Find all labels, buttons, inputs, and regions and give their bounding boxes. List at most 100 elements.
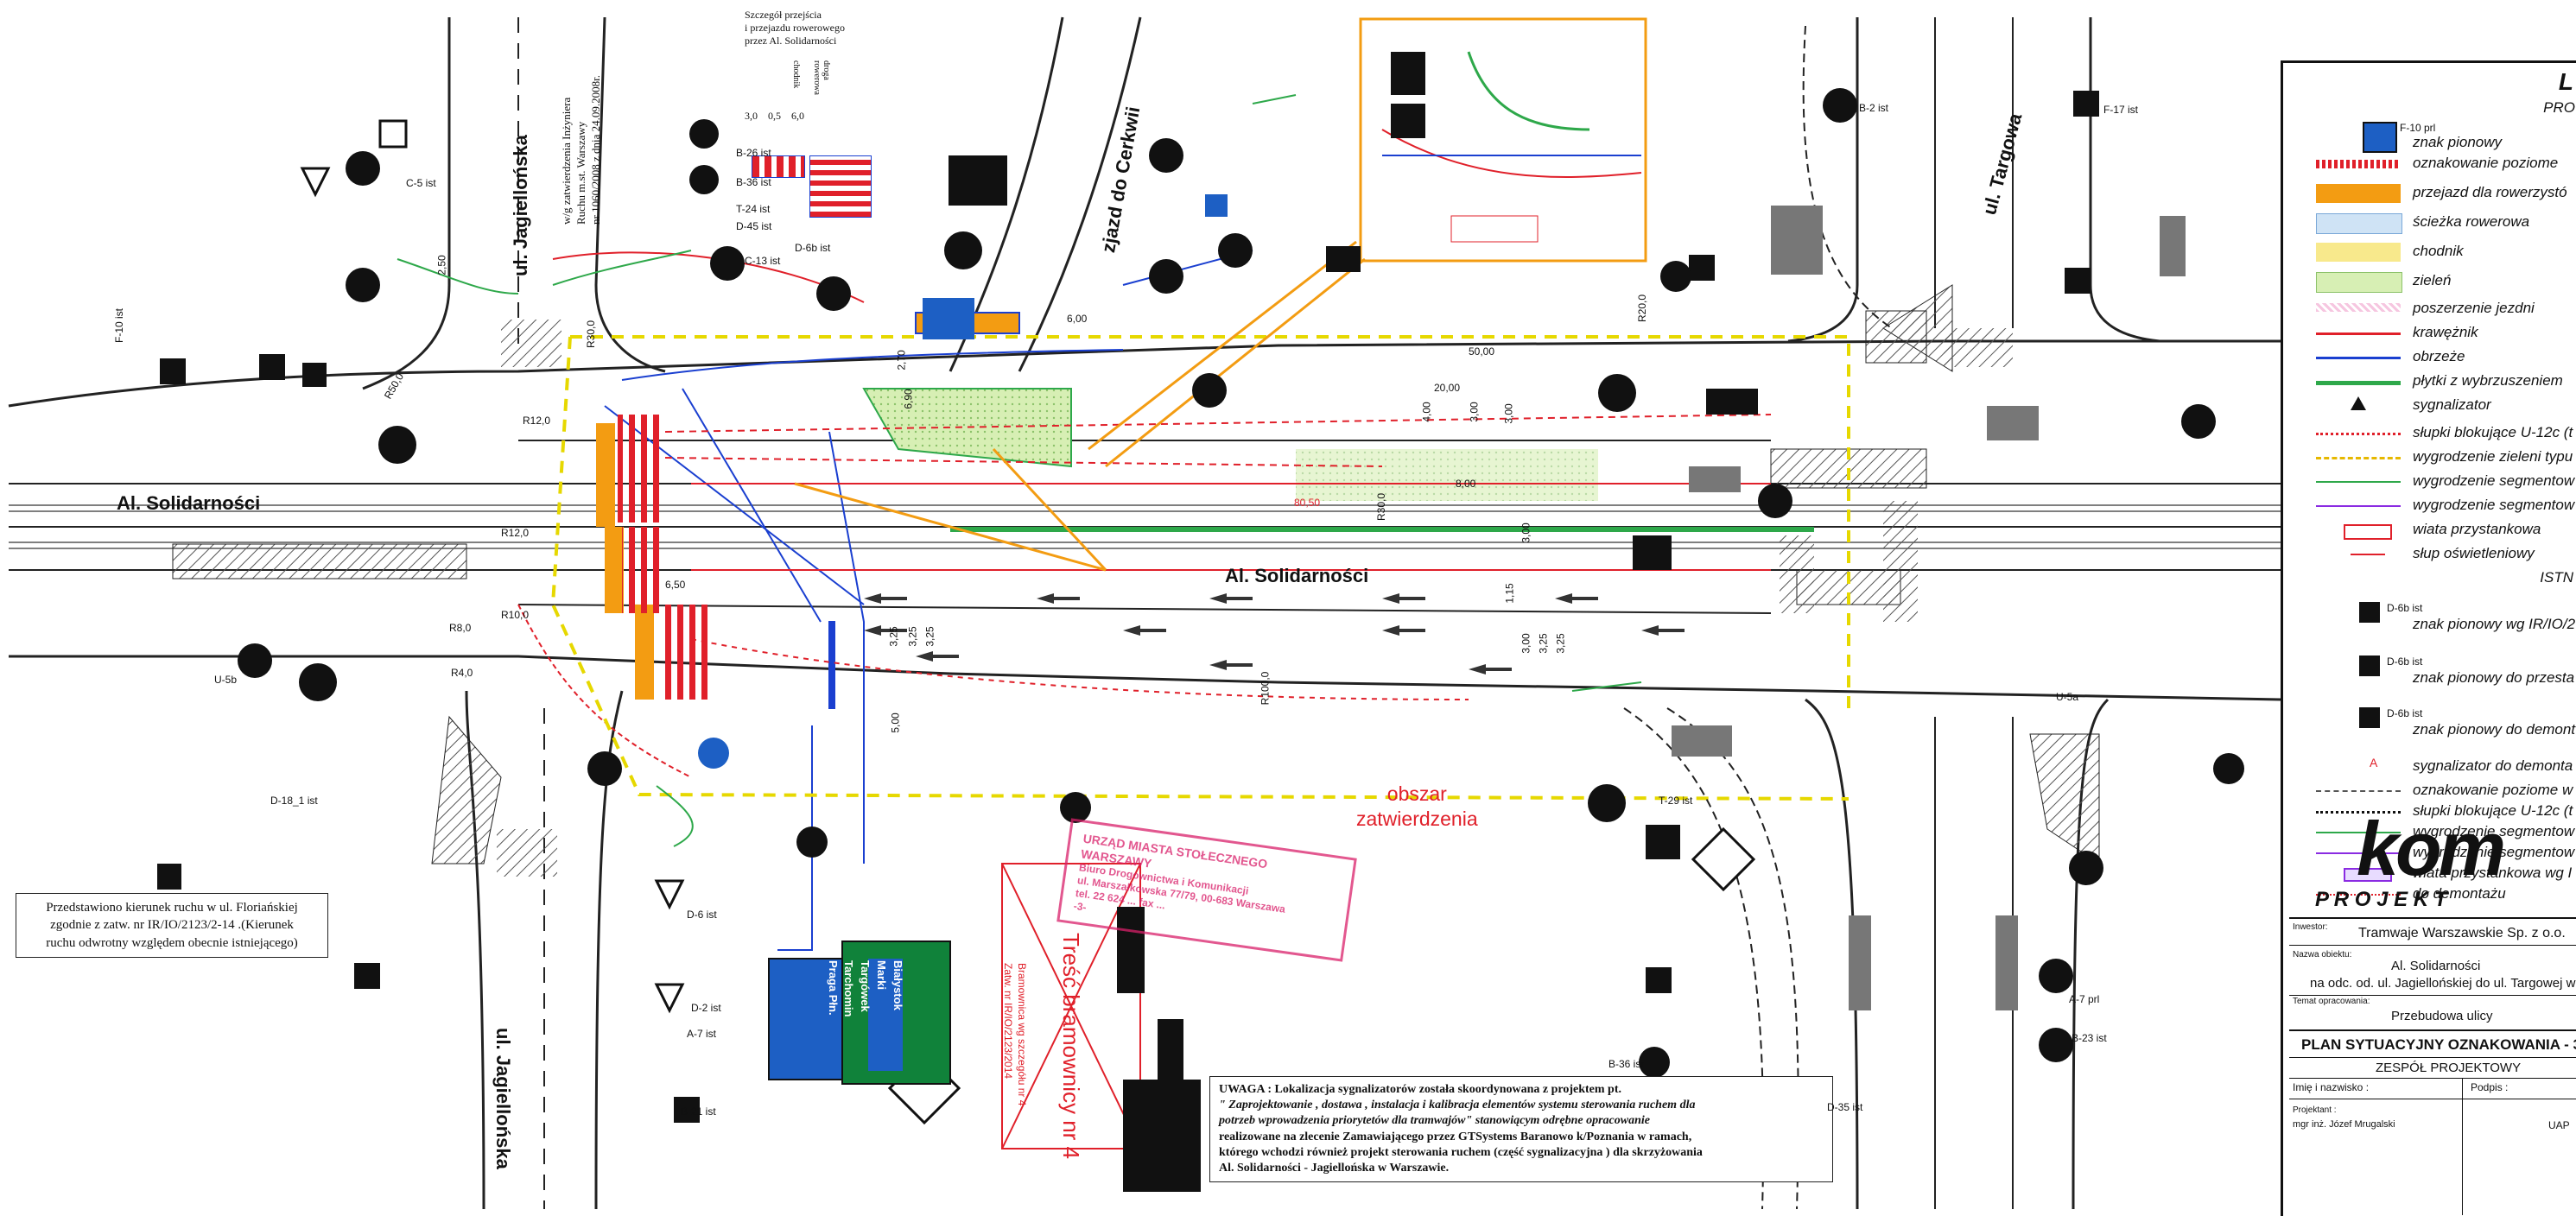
legend-row-12: słupki blokujące U-12c (t xyxy=(2283,419,2576,448)
info-line2: zgodnie z zatw. nr IR/IO/2123/2-14 .(Kie… xyxy=(50,918,294,933)
zone-label-line1: obszar xyxy=(1386,782,1447,805)
legend-existing-row-9: wiata przystankowa wg I xyxy=(2283,859,2576,889)
sign-label-4: T-24 ist xyxy=(736,203,771,215)
tram-curves xyxy=(1623,25,1893,1210)
misc-dim-2: 50,00 xyxy=(1469,345,1495,358)
dim-1: 2,70 xyxy=(895,350,908,370)
legend-symbol xyxy=(2316,213,2402,234)
legend-label: wiata przystankowa xyxy=(2413,521,2541,537)
legend-row-3: przejazd dla rowerzystó xyxy=(2283,179,2576,208)
sign-label-12: D-2 ist xyxy=(691,1002,721,1014)
radius-6: R8,0 xyxy=(449,622,472,634)
legend-existing-row-3: D-6b ist znak pionowy do demont xyxy=(2283,702,2576,747)
approval-line1: w/g zatwierdzenia Inżyniera xyxy=(560,97,573,225)
legend-label: wygrodzenie segmentow xyxy=(2413,823,2575,839)
gantry-label: Treść bramownicy nr 4 xyxy=(1058,933,1084,1159)
tb-investor-label: Inwestor: xyxy=(2293,922,2328,932)
legend-label: słup oświetleniowy xyxy=(2413,545,2535,561)
note-line4: realizowane na zlecenie Zamawiającego pr… xyxy=(1219,1130,1692,1143)
legend-row-14: wygrodzenie segmentow xyxy=(2283,467,2576,497)
radius-1: R12,0 xyxy=(523,415,551,427)
sign-label-17: U-5a xyxy=(2056,691,2079,703)
tb-right-text: UAP xyxy=(2548,1119,2570,1131)
approval-line2: Ruchu m.st. Warszawy xyxy=(574,121,587,225)
dir-row-1: Białystok xyxy=(891,960,904,1010)
sign-label-6: C-13 ist xyxy=(745,255,781,267)
radius-8: R30,0 xyxy=(585,320,598,349)
tb-rule-3 xyxy=(2289,1029,2576,1031)
legend-existing-row-10: do demontażu xyxy=(2283,880,2576,909)
legend-label: słupki blokujące U-12c (t xyxy=(2413,802,2573,819)
dim-9: 3,25 xyxy=(887,626,900,647)
detail-dim-1: 3,0 xyxy=(745,110,758,122)
tb-rule-5 xyxy=(2289,1078,2576,1079)
sign-label-8: B-21 ist xyxy=(681,1105,716,1118)
street-label-solidarnosci-center: Al. Solidarności xyxy=(1225,565,1369,586)
legend-symbol xyxy=(2316,381,2401,385)
street-label-solidarnosci-left: Al. Solidarności xyxy=(117,492,261,514)
legend-sign-code: F-10 prl xyxy=(2400,122,2436,134)
legend-existing-heading: ISTN xyxy=(2540,569,2573,586)
sign-label-2: B-26 ist xyxy=(736,147,771,159)
legend-symbol xyxy=(2316,357,2401,359)
legend-symbol xyxy=(2344,524,2392,540)
dim-10: 3,25 xyxy=(906,626,919,647)
dir-row-3: Targówek xyxy=(859,960,872,1012)
dim-15: 5,00 xyxy=(889,712,902,733)
direction-sign-panel xyxy=(768,863,1201,1192)
legend-label: obrzeże xyxy=(2413,348,2465,364)
orange-leaders xyxy=(794,240,1366,572)
tb-rule-2 xyxy=(2289,995,2576,996)
legend-label: ścieżka rowerowa xyxy=(2413,213,2530,230)
legend-row-17: słup oświetleniowy xyxy=(2283,540,2576,569)
legend-label: wygrodzenie segmentow xyxy=(2413,844,2575,860)
gantry-side-line2: Zatw. nr IR/IO/2123/2014 xyxy=(1002,963,1015,1080)
legend-row-13: wygrodzenie zieleni typu xyxy=(2283,443,2576,472)
legend-row-7: poszerzenie jezdni xyxy=(2283,294,2576,324)
radius-7: R4,0 xyxy=(451,667,473,679)
tb-subject: Przebudowa ulicy xyxy=(2391,1009,2493,1023)
legend-symbol xyxy=(2316,832,2401,833)
legend-row-9: obrzeże xyxy=(2283,343,2576,372)
legend-symbol xyxy=(2316,160,2401,168)
legend-existing-row-2: D-6b ist znak pionowy do przesta xyxy=(2283,650,2576,695)
misc-dim-4: 4,00 xyxy=(1420,402,1433,422)
legend-signal-icon xyxy=(2351,396,2366,410)
legend-label: chodnik xyxy=(2413,243,2464,259)
dim-6: 3,00 xyxy=(1502,403,1515,424)
legend-label: płytki z wybrzuszeniem xyxy=(2413,372,2563,389)
radius-2: R30,0 xyxy=(1375,492,1388,522)
radius-3: R20,0 xyxy=(1636,294,1649,323)
legend-existing-row-8: wygrodzenie segmentow xyxy=(2283,839,2576,868)
detail-title-line1: Szczegół przejścia xyxy=(745,9,822,21)
green-annotations xyxy=(397,94,1642,847)
zone-label-line2: zatwierdzenia xyxy=(1356,807,1478,830)
legend-label: znak pionowy xyxy=(2413,134,2503,150)
legend-symbol xyxy=(2316,433,2401,435)
legend-label: przejazd dla rowerzystó xyxy=(2413,184,2567,200)
legend-label: krawężnik xyxy=(2413,324,2478,340)
legend-row-6: zieleń xyxy=(2283,267,2576,296)
floriańska-info-box: Przedstawiono kierunek ruchu w ul. Flori… xyxy=(16,893,328,958)
company-logo: kom P R O J E K T xyxy=(2305,806,2576,915)
dir-row-2: Marki xyxy=(875,960,889,990)
legend-row-2: oznakowanie poziome xyxy=(2283,149,2576,179)
legend-subheading: PRO xyxy=(2543,99,2575,116)
legend-sign-icon xyxy=(2363,122,2397,153)
legend-label: słupki blokujące U-12c (t xyxy=(2413,424,2573,440)
uwaga-note-box: UWAGA : Lokalizacja sygnalizatorów zosta… xyxy=(1209,1076,1833,1183)
legend-symbol xyxy=(2316,811,2401,814)
legend-label: znak pionowy do demont xyxy=(2413,721,2576,738)
note-line5: którego wchodzi również projekt sterowan… xyxy=(1219,1145,1703,1159)
legend-sign-code: D-6b ist xyxy=(2387,707,2423,719)
tb-name-label: Imię i nazwisko : xyxy=(2293,1081,2370,1093)
legend-row-11: sygnalizator xyxy=(2283,391,2576,421)
legend-symbol xyxy=(2316,505,2401,507)
crossing-detail-box: Szczegół przejścia i przejazdu roweroweg… xyxy=(745,9,872,218)
tb-designer-label: Projektant : xyxy=(2293,1105,2337,1115)
direction-sign-text: Białystok Marki Targówek Tarchomin Praga… xyxy=(824,960,905,1017)
radius-4: R12,0 xyxy=(501,527,530,539)
sign-label-16: F-17 ist xyxy=(2103,104,2139,116)
legend-sign-code: A xyxy=(2370,756,2378,770)
